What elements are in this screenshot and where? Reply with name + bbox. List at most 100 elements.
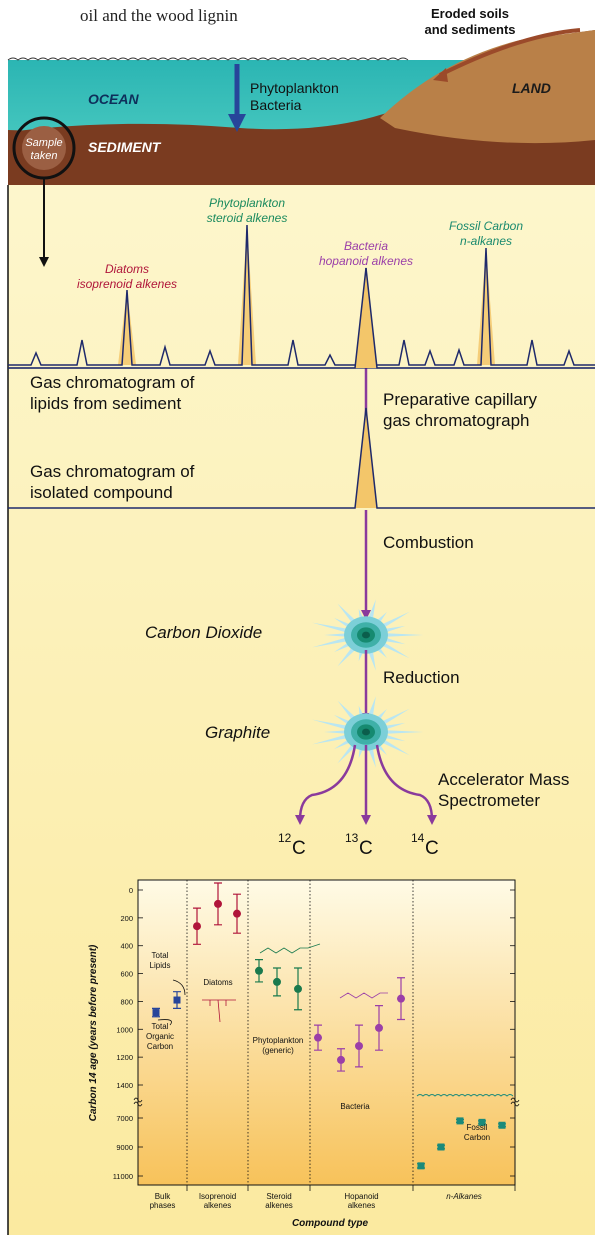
- x-category-label: Hopanoid: [344, 1192, 378, 1201]
- data-point: [294, 984, 302, 993]
- c14-age-chart: 02004006008001000120014007000900011000Bu…: [88, 879, 520, 1229]
- data-point: [355, 1042, 363, 1050]
- ams-arrow-14: [375, 744, 437, 825]
- x-category-label: alkenes: [204, 1201, 232, 1210]
- axis-break: [133, 1097, 143, 1107]
- y-tick-label: 400: [120, 942, 133, 951]
- isolated-caption-2: isolated compound: [30, 483, 173, 502]
- phytoplankton-label: Phytoplankton: [250, 80, 339, 96]
- erosion-arrow: [439, 28, 581, 77]
- prep-gc-label-1: Preparative capillary: [383, 390, 538, 409]
- data-point: [498, 1121, 506, 1129]
- lipids-pointer: [172, 979, 186, 996]
- data-point: [478, 1118, 486, 1126]
- x-category-label: n-Alkanes: [446, 1192, 482, 1201]
- data-point: [273, 977, 281, 986]
- land-label: LAND: [512, 80, 551, 96]
- isolated-chromatogram: [8, 407, 595, 509]
- isotope-14-mass: 14: [411, 831, 425, 845]
- peak-labels: Diatoms isoprenoid alkenes Phytoplankton…: [77, 196, 523, 291]
- ocean-label: OCEAN: [88, 91, 139, 107]
- toc-pointer: [157, 1019, 172, 1026]
- alkane-structure: [416, 1094, 514, 1097]
- data-point: [193, 922, 201, 931]
- chromatogram-caption-2: lipids from sediment: [30, 394, 181, 413]
- chart-marks: [152, 882, 506, 1170]
- toc-2: Organic: [146, 1032, 174, 1041]
- x-category-label: alkenes: [265, 1201, 293, 1210]
- y-tick-label: 1400: [116, 1081, 133, 1090]
- y-tick-label: 200: [120, 914, 133, 923]
- fossil-annotation-1: Fossil: [467, 1123, 488, 1132]
- diatoms-annotation: Diatoms: [203, 978, 232, 987]
- alkanes-label: n-alkanes: [460, 234, 512, 248]
- bacteria-peak-label: Bacteria: [344, 239, 388, 253]
- data-point: [417, 1162, 425, 1170]
- sample-core: [22, 126, 66, 170]
- chart-annotations: Total Lipids Total Organic Carbon Diatom…: [146, 943, 514, 1142]
- lipid-trace: [8, 224, 595, 366]
- data-point: [456, 1117, 464, 1125]
- figure-caption: oil and the wood lignin: [80, 6, 238, 25]
- y-tick-label: 9000: [116, 1143, 133, 1152]
- isolated-peak-fill: [355, 268, 377, 368]
- data-point: [214, 899, 222, 908]
- ams-label-2: Spectrometer: [438, 791, 540, 810]
- y-tick-label: 7000: [116, 1114, 133, 1123]
- graphite-label: Graphite: [205, 723, 270, 742]
- total-lipids-1: Total: [152, 951, 169, 960]
- chromatogram-caption-1: Gas chromatogram of: [30, 373, 195, 392]
- land-area: [380, 30, 595, 144]
- chart-axes: 02004006008001000120014007000900011000Bu…: [113, 880, 520, 1210]
- y-tick-label: 1000: [116, 1025, 133, 1034]
- graphite-burst: [312, 696, 424, 768]
- toc-1: Total: [152, 1022, 169, 1031]
- steroid-structure: [259, 943, 321, 954]
- bacteria-label: Bacteria: [250, 97, 302, 113]
- sample-label-2: taken: [31, 150, 58, 162]
- x-category-label: Steroid: [266, 1192, 291, 1201]
- eroded-label-2: and sediments: [424, 22, 515, 37]
- isolated-caption-1: Gas chromatogram of: [30, 462, 195, 481]
- hopanoid-label: hopanoid alkenes: [319, 254, 413, 268]
- bacteria-annotation: Bacteria: [340, 1102, 370, 1111]
- toc-3: Carbon: [147, 1042, 173, 1051]
- phyto-peak-label: Phytoplankton: [209, 196, 285, 210]
- chart-plot-area: [137, 879, 516, 1186]
- data-point: [255, 966, 263, 975]
- carbon-dioxide-burst: [312, 599, 424, 671]
- x-category-label: Bulk: [155, 1192, 172, 1201]
- carbon-dioxide-label: Carbon Dioxide: [145, 623, 262, 642]
- isoprenoid-structure: [202, 999, 236, 1023]
- axis-break: [510, 1097, 520, 1107]
- erosion-arrow-head: [433, 68, 448, 82]
- chart-y-label: Carbon 14 age (years before present): [88, 944, 99, 1121]
- ams-label-1: Accelerator Mass: [438, 770, 569, 789]
- isotope-14-symbol: C: [425, 838, 439, 859]
- isolated-trace: [8, 267, 595, 369]
- reduction-label: Reduction: [383, 668, 460, 687]
- sediment-area: [8, 30, 595, 185]
- data-point: [337, 1055, 345, 1064]
- y-tick-label: 0: [129, 886, 133, 895]
- sediment-label: SEDIMENT: [88, 139, 162, 155]
- fossil-annotation-2: Carbon: [464, 1133, 490, 1142]
- phyto-annotation-2: (generic): [262, 1046, 294, 1055]
- y-tick-label: 11000: [113, 1172, 133, 1181]
- hopanoid-structure: [339, 992, 388, 999]
- y-tick-label: 1200: [116, 1053, 133, 1062]
- fossil-peak-label: Fossil Carbon: [449, 219, 523, 233]
- data-point: [437, 1143, 445, 1151]
- x-category-label: alkenes: [348, 1201, 376, 1210]
- data-point: [152, 1009, 160, 1017]
- data-point: [173, 996, 181, 1004]
- data-point: [314, 1033, 322, 1042]
- burst-ring: [362, 728, 370, 736]
- prep-gc-label-2: gas chromatograph: [383, 411, 529, 430]
- total-lipids-2: Lipids: [150, 961, 171, 970]
- burst-ring: [362, 631, 370, 639]
- environment-scene: Eroded soils and sediments OCEAN LAND SE…: [7, 6, 595, 185]
- isotope-12-symbol: C: [292, 838, 306, 859]
- data-point: [397, 994, 405, 1003]
